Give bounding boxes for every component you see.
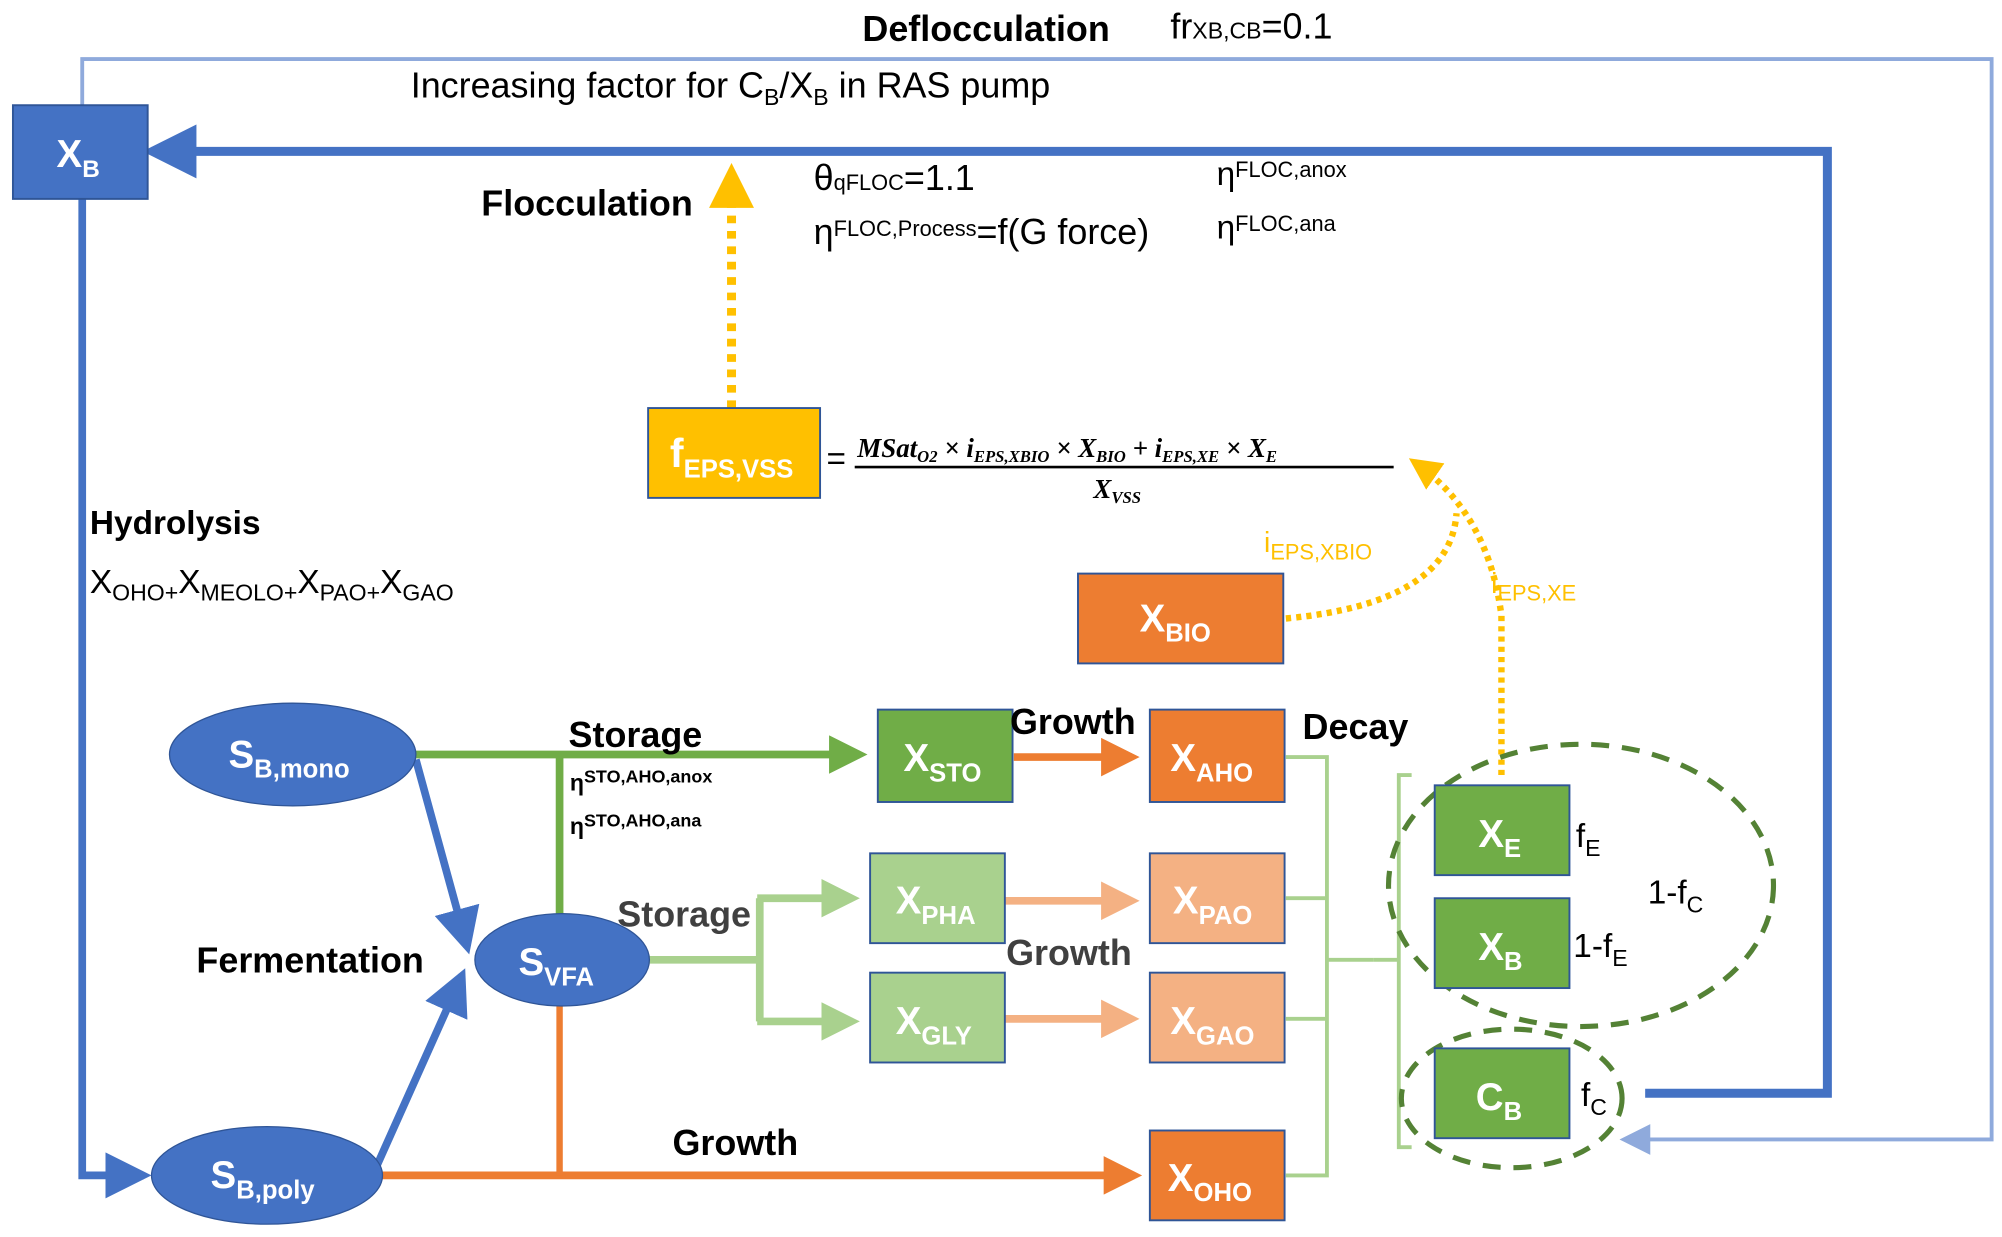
ras-return-line xyxy=(142,124,1832,1098)
deflocculation-label: Deflocculation xyxy=(862,8,1109,49)
node-feps[interactable]: fEPS,VSS xyxy=(647,407,822,499)
svg-text:XB: XB xyxy=(1478,926,1522,976)
eta-sto-anox: ηSTO,AHO,anox xyxy=(570,767,712,796)
formula-equals: = xyxy=(826,441,845,478)
flocculation-label: Flocculation xyxy=(481,183,692,224)
one-minus-fc-label: 1-fC xyxy=(1648,874,1704,917)
fermentation-label: Fermentation xyxy=(196,940,423,981)
decay-brace xyxy=(1373,773,1412,1150)
svg-text:XGLY: XGLY xyxy=(896,1000,972,1050)
eps-xbio-arrow xyxy=(1285,513,1460,622)
one-minus-fe-label: 1-fE xyxy=(1573,928,1627,971)
svg-text:XPAO: XPAO xyxy=(1173,880,1252,930)
hydrolysis-terms: XOHO+XMEOLO+XPAO+XGAO xyxy=(90,564,454,606)
node-xbio[interactable]: XBIO xyxy=(1077,572,1285,665)
svg-text:XSTO: XSTO xyxy=(903,737,981,787)
decay-collector-line xyxy=(1285,755,1374,1178)
growth-label-top: Growth xyxy=(1010,701,1136,742)
svg-text:XOHO: XOHO xyxy=(1168,1157,1252,1207)
eps-xbio-label: iEPS,XBIO xyxy=(1264,526,1372,565)
eta-floc-ana: ηFLOC,ana xyxy=(1217,210,1337,247)
svg-text:SB,mono: SB,mono xyxy=(229,733,350,783)
eta-floc-anox: ηFLOC,anox xyxy=(1217,156,1347,193)
svg-text:XPHA: XPHA xyxy=(896,880,976,930)
fermentation-arrow-poly xyxy=(371,968,468,1172)
formula-denominator: XVSS xyxy=(1092,474,1141,507)
node-sb-mono[interactable]: SB,mono xyxy=(168,702,417,807)
eta-sto-ana: ηSTO,AHO,ana xyxy=(570,810,703,839)
deflocculation-param: frXB,CB=0.1 xyxy=(1170,5,1332,46)
node-xoho[interactable]: XOHO xyxy=(1148,1129,1286,1222)
node-xpha[interactable]: XPHA xyxy=(869,852,1006,945)
node-sb-poly[interactable]: SB,poly xyxy=(150,1126,384,1225)
svg-text:XB: XB xyxy=(57,133,100,183)
svg-text:XAHO: XAHO xyxy=(1170,737,1253,787)
node-xgao[interactable]: XGAO xyxy=(1148,971,1286,1064)
svg-text:XBIO: XBIO xyxy=(1140,597,1211,647)
storage-label-mid: Storage xyxy=(617,893,751,934)
theta-qfloc: θqFLOC=1.1 xyxy=(814,157,975,198)
eta-floc-process: ηFLOC,Process=f(G force) xyxy=(814,211,1150,252)
node-xsto[interactable]: XSTO xyxy=(876,708,1014,803)
storage-label-top: Storage xyxy=(569,714,703,755)
hydrolysis-line xyxy=(78,198,152,1199)
svg-text:SVFA: SVFA xyxy=(519,941,595,991)
node-xaho[interactable]: XAHO xyxy=(1148,708,1286,803)
ras-pump-label: Increasing factor for CB/XB in RAS pump xyxy=(411,65,1051,111)
fe-label: fE xyxy=(1576,818,1601,861)
node-cb[interactable]: CB xyxy=(1433,1047,1571,1140)
node-xb-top[interactable]: XB xyxy=(11,104,149,200)
svg-text:CB: CB xyxy=(1476,1076,1522,1126)
svg-text:fEPS,VSS: fEPS,VSS xyxy=(670,430,793,483)
node-xb-right[interactable]: XB xyxy=(1433,897,1571,990)
svg-text:XE: XE xyxy=(1478,813,1521,863)
eps-xe-label: iEPS,XE xyxy=(1491,567,1576,606)
growth-label-mid: Growth xyxy=(1006,932,1132,973)
fermentation-arrow-mono xyxy=(412,758,480,955)
colloidal-group-ellipse xyxy=(1398,1026,1625,1171)
node-xgly[interactable]: XGLY xyxy=(869,971,1006,1064)
storage-vfa-branch xyxy=(648,898,764,1022)
hydrolysis-label: Hydrolysis xyxy=(90,505,261,542)
decay-label: Decay xyxy=(1303,706,1409,747)
svg-text:XGAO: XGAO xyxy=(1170,1000,1254,1050)
svg-text:SB,poly: SB,poly xyxy=(211,1154,316,1204)
formula-numerator: MSatO2 × iEPS,XBIO × XBIO + iEPS,XE × XE xyxy=(856,433,1277,466)
eps-xe-arrow xyxy=(1408,458,1505,776)
deflocculation-loop-line xyxy=(80,57,1994,1155)
node-xpao[interactable]: XPAO xyxy=(1148,852,1286,945)
growth-label-bottom: Growth xyxy=(673,1122,799,1163)
fc-label: fC xyxy=(1581,1077,1607,1120)
node-xe[interactable]: XE xyxy=(1433,784,1571,877)
non-colloidal-group-ellipse xyxy=(1385,741,1777,1030)
node-svfa[interactable]: SVFA xyxy=(474,912,651,1007)
